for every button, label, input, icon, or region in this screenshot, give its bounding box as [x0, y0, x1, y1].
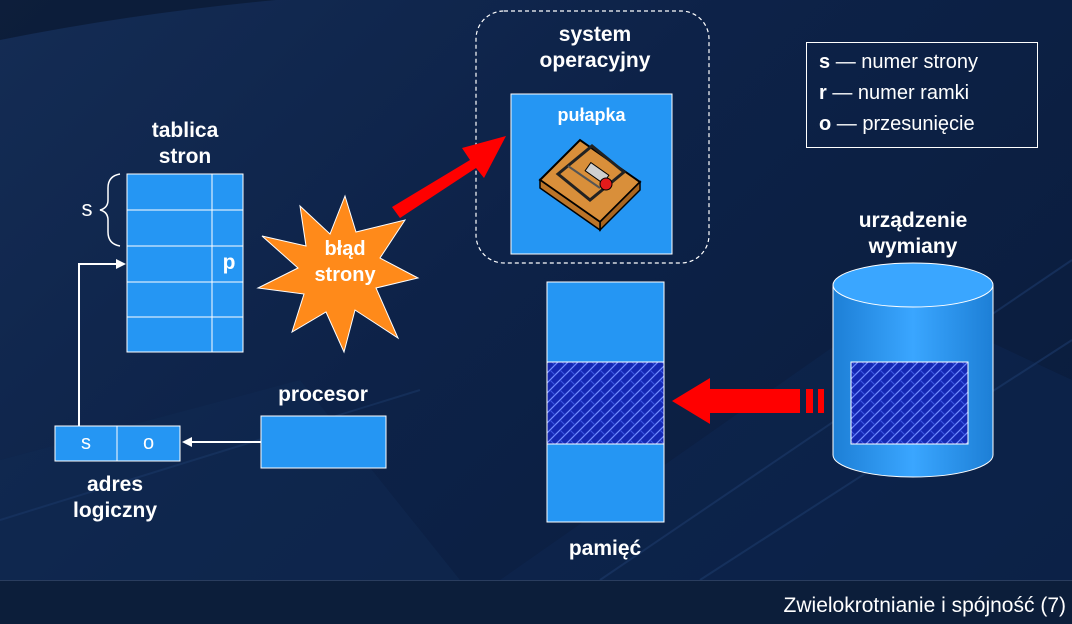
trap-label: pułapka: [557, 105, 626, 125]
processor-box: [260, 415, 387, 469]
memory-frame-loaded: [546, 361, 665, 445]
swap-to-memory-arrow: [672, 378, 824, 424]
address-to-table-arrow: [78, 263, 118, 426]
s-brace-label: s: [81, 196, 93, 221]
processor-to-address-arrow: [182, 437, 192, 447]
mousetrap-icon: [538, 138, 642, 232]
memory-column: [546, 281, 665, 523]
addr-s-label: s: [81, 432, 91, 454]
page-table: [126, 173, 244, 353]
diagram-canvas: [54, 10, 994, 523]
logical-address-box: [54, 425, 181, 462]
footer-bar: [0, 580, 1072, 624]
os-dashed-frame: [475, 10, 710, 264]
memory-label: pamięć: [568, 537, 642, 560]
legend-item-o: o — przesunięcie: [819, 113, 975, 135]
legend-box: s — numer strony r — numer ramki o — prz…: [806, 42, 1038, 148]
s-brace-icon: [99, 173, 121, 247]
footer-text: Zwielokrotnianie i spójność (7): [783, 594, 1066, 617]
legend-item-r: r — numer ramki: [819, 82, 970, 104]
addr-o-label: o: [142, 432, 155, 454]
processor-label: procesor: [278, 383, 368, 406]
p-marker: p: [222, 251, 236, 274]
swap-page-block: [850, 361, 969, 445]
swap-device-cylinder: [832, 262, 994, 478]
fault-to-trap-arrow: [392, 136, 506, 218]
page-fault-burst-icon: [256, 194, 420, 354]
legend-item-s: s — numer strony: [819, 51, 978, 73]
